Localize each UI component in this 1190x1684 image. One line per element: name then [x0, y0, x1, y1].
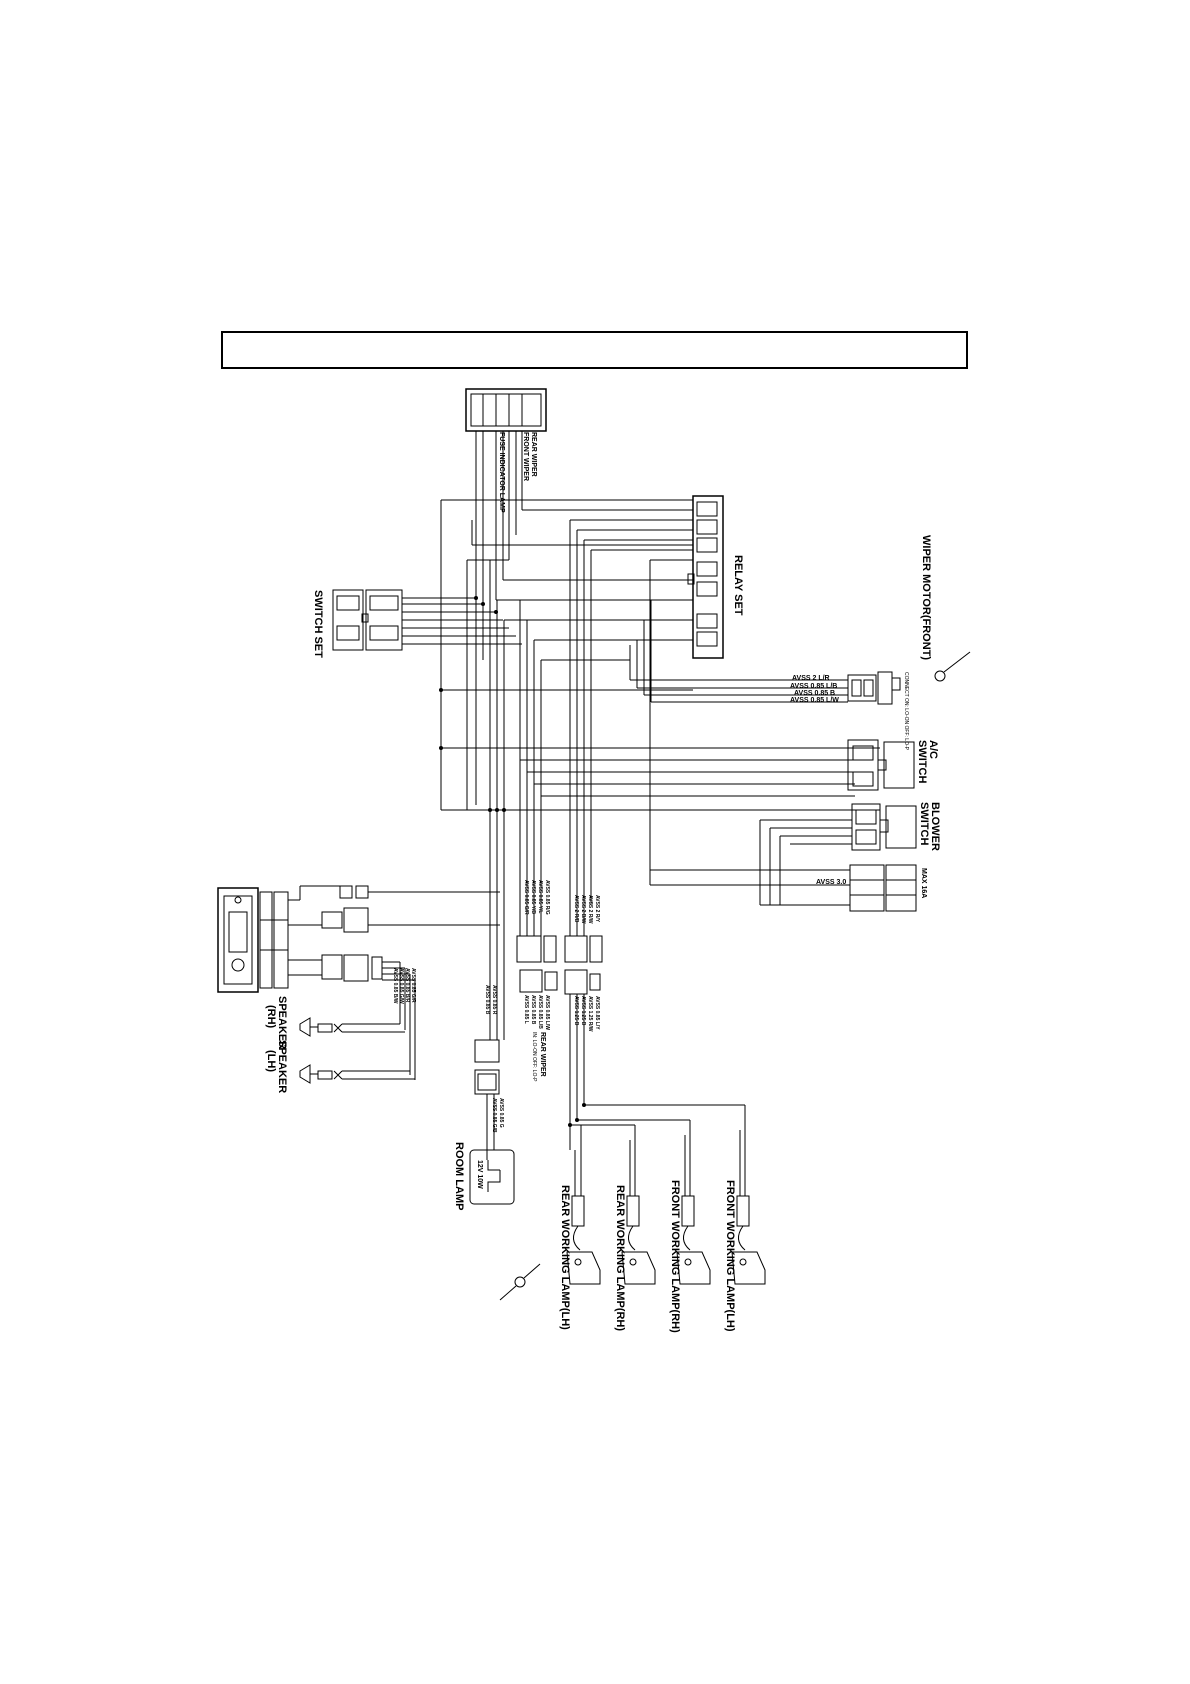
relay-set [687, 495, 724, 659]
label-speaker-lh-side: (LH) [265, 1050, 277, 1072]
label-wiper-motor-front: WIPER MOTOR(FRONT) [920, 535, 932, 660]
wire-spec-radio-2: AVSS 0.85 B/R [404, 968, 410, 1003]
label-rear-wiper-top: REAR WIPER [530, 432, 537, 477]
junction-dots [439, 596, 586, 1127]
wire-spec-blower: AVSS 3.0 [816, 879, 846, 886]
label-room-lamp: ROOM LAMP [453, 1142, 465, 1210]
wire-spec-work-lamp-2: AVSS 1.25 R/W [587, 996, 593, 1032]
wire-spec-work-lamp-4: AVSS 1.25 B [573, 996, 579, 1026]
wire-spec-switch-a-4: AVSS 0.85 G/R [523, 880, 529, 915]
label-room-lamp-rating: 12V 10W [476, 1160, 483, 1189]
front-working-lamp-rh [676, 1195, 711, 1285]
label-front-working-lamp-lh: FRONT WORKING LAMP(LH) [724, 1180, 736, 1332]
wire-spec-switch-a-1: AVSS 0.85 R/G [544, 880, 550, 915]
wire-spec-wiper-2: AVSS 0.85 L/B [790, 683, 837, 690]
label-rear-working-lamp-lh: REAR WORKING LAMP(LH) [559, 1185, 571, 1330]
rear-working-lamp-rh [621, 1195, 656, 1285]
wire-spec-rear-wiper-sw-1: AVSS 0.85 L/W [544, 995, 550, 1030]
label-front-working-lamp-rh: FRONT WORKING LAMP(RH) [669, 1180, 681, 1333]
wire-spec-rear-wiper-sw-3: AVSS 0.85 B [530, 995, 536, 1025]
label-rear-working-lamp-rh: REAR WORKING LAMP(RH) [614, 1185, 626, 1331]
label-ac-switch-2: SWITCH [916, 740, 928, 783]
speaker-rh [299, 1017, 405, 1037]
wire-spec-switch-b-4: AVSS 2 R/B [573, 895, 579, 923]
fuse-box [465, 388, 547, 432]
wire-spec-room-out-1: AVSS 0.85 G [498, 1098, 504, 1128]
wire-spec-radio-1: AVSS 0.85 G/R [410, 968, 416, 1003]
label-fuse-indicator-lamp: FUSE INDICATOR LAMP [498, 432, 505, 513]
wire-spec-room-feed-2: AVSS 0.85 B [484, 985, 490, 1015]
rear-wiper-switch [516, 935, 558, 993]
work-lamp-connector [564, 935, 603, 995]
ac-switch [847, 739, 915, 791]
label-ac-switch-1: A/C [927, 740, 939, 759]
radio-connectors [321, 885, 383, 982]
wire-spec-radio-3: AVSS 0.85 G/W [398, 968, 404, 1004]
label-wiper-motor-modes: CONNECT ON: LO-ON OFF: LO-P [903, 672, 909, 751]
blower-resistor [849, 864, 917, 912]
wire-spec-work-lamp-3: AVSS 1.25 B [580, 996, 586, 1026]
title-box [221, 331, 968, 369]
label-speaker-rh: SPEAKER [276, 996, 288, 1049]
label-front-wiper: FRONT WIPER [522, 432, 529, 481]
switch-set [332, 589, 403, 651]
wire-spec-room-out-2: AVSS 0.85 G/B [491, 1098, 497, 1133]
label-blower-rating: MAX 16A [920, 868, 927, 898]
front-working-lamp-lh [731, 1195, 766, 1285]
speaker-lh [299, 1064, 415, 1084]
wire-spec-rear-wiper-sw-4: AVSS 0.85 L [523, 995, 529, 1024]
wire-spec-room-feed-1: AVSS 0.85 R [491, 985, 497, 1015]
label-switch-set: SWITCH SET [312, 590, 324, 658]
wire-spec-rear-wiper-sw-2: AVSS 0.85 L/B [537, 995, 543, 1029]
wire-spec-wiper-1: AVSS 2 L/R [792, 675, 830, 682]
label-relay-set: RELAY SET [732, 555, 744, 616]
wire-spec-switch-a-2: AVSS 0.85 Y/L [537, 880, 543, 913]
wire-spec-work-lamp-1: AVSS 0.85 L/Y [594, 996, 600, 1030]
radio-unit [217, 887, 289, 993]
label-speaker-lh: SPEAKER [276, 1040, 288, 1093]
wiper-motor-connector [847, 671, 901, 705]
room-lamp [469, 1039, 515, 1205]
wire-spec-switch-b-3: AVSS 2 B/W [580, 895, 586, 924]
rear-working-lamp-lh [566, 1195, 601, 1285]
wire-spec-switch-a-3: AVSS 0.85 Y/B [530, 880, 536, 914]
label-rear-wiper-switch-modes: IN: LO-ON OFF: LO-P [531, 1032, 537, 1082]
wire-spec-wiper-3: AVSS 0.85 B [794, 690, 835, 697]
label-rear-wiper-switch: REAR WIPER [539, 1032, 546, 1077]
label-speaker-rh-side: (RH) [265, 1005, 277, 1029]
wire-spec-switch-b-1: AVSS 2 R/Y [594, 895, 600, 923]
wire-spec-wiper-4: AVSS 0.85 L/W [790, 697, 839, 704]
wire-spec-switch-b-2: AVSS 2 R/W [587, 895, 593, 924]
label-blower-switch-2: SWITCH [918, 802, 930, 845]
wire-spec-radio-4: AVSS 0.85 B/W [392, 968, 398, 1004]
blower-switch [851, 803, 917, 851]
label-blower-switch-1: BLOWER [929, 802, 941, 851]
